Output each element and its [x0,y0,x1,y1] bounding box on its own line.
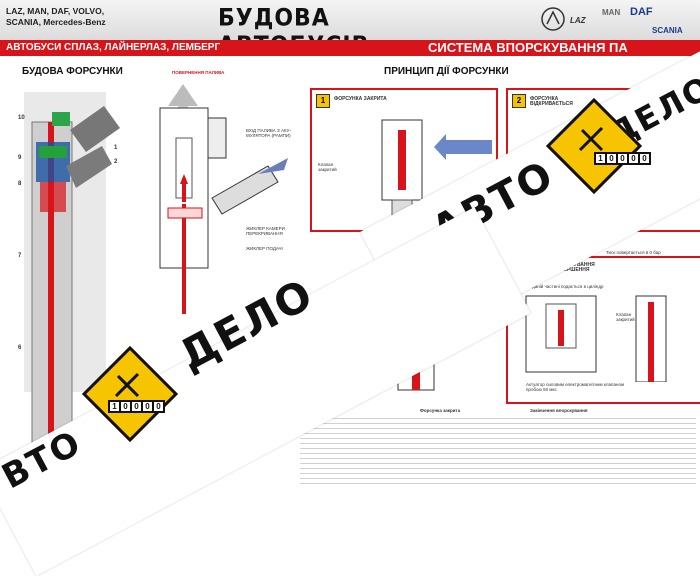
bus-models: АВТОБУСИ СПЛАЗ, ЛАЙНЕРЛАЗ, ЛЕМБЕРГ [6,42,221,53]
label-throttle: ЖИКЛЕР КАМЕРИ ПЕРЕКРИВАННЯ [246,226,285,236]
laz-logo-icon [541,7,565,31]
wrench-screwdriver-icon-bottom [114,372,140,398]
step-4-drawing [525,295,667,382]
system-title: СИСТЕМА ВПОРСКУВАННЯ ПА [428,40,628,55]
callout-2: 2 [114,159,118,165]
injector-section-drawing [159,84,288,314]
brand-line-2: SCANIA, Mercedes-Benz [6,17,106,27]
scania-logo: SCANIA [652,26,683,35]
return-pressure-note: Тиск повертається в 0 бар [606,250,661,255]
step-1-note: Клапан закритий [318,162,337,172]
step-4-note: Клапан закритий [616,312,635,322]
wrench-screwdriver-icon [578,126,604,152]
callout-6: 6 [18,345,22,351]
laz-logo: LAZ [570,16,586,25]
label-fuel-return: ПОВЕРНЕННЯ ПАЛИВА [172,70,225,75]
desc-heading-closed: Форсунка закрита [420,408,461,413]
callout-9: 9 [18,155,22,161]
desc-heading-end: Закінчення впорскування [530,408,588,413]
callout-7: 7 [18,253,22,259]
principle-title: ПРИНЦИП ДІЇ ФОРСУНКИ [384,66,509,77]
brand-logos: LAZ MAN DAF SCANIA [540,4,698,38]
callout-8: 8 [18,181,22,187]
daf-logo: DAF [630,6,653,18]
electro-note: Актуатор силовим електромагнітним клапан… [526,382,625,392]
callout-1: 1 [114,145,118,151]
step-title-1: ФОРСУНКА ЗАКРИТА [334,96,387,102]
callout-10: 10 [18,115,25,121]
brand-line-1: LAZ, MAN, DAF, VOLVO, [6,6,105,16]
injector-structure-title: БУДОВА ФОРСУНКИ [22,66,123,77]
step-number-2: 2 [512,94,526,108]
step-number-1: 1 [316,94,330,108]
label-fuel-inlet: ВХІД ПАЛИВА З АКУ-МУЛЯТОРА (РАМПИ) [246,128,291,138]
label-feed: ЖИКЛЕР ПОДАЧІ [246,246,283,251]
man-logo: MAN [602,8,621,17]
chamber-note: Тиск в даній частині подається в циліндр [518,284,604,289]
brand-list: LAZ, MAN, DAF, VOLVO, SCANIA, Mercedes-B… [6,6,156,28]
description-text-block [300,418,696,488]
step-title-2: ФОРСУНКА ВІДКРИВАЄТЬСЯ [530,96,573,107]
subheader-bar [0,40,700,56]
